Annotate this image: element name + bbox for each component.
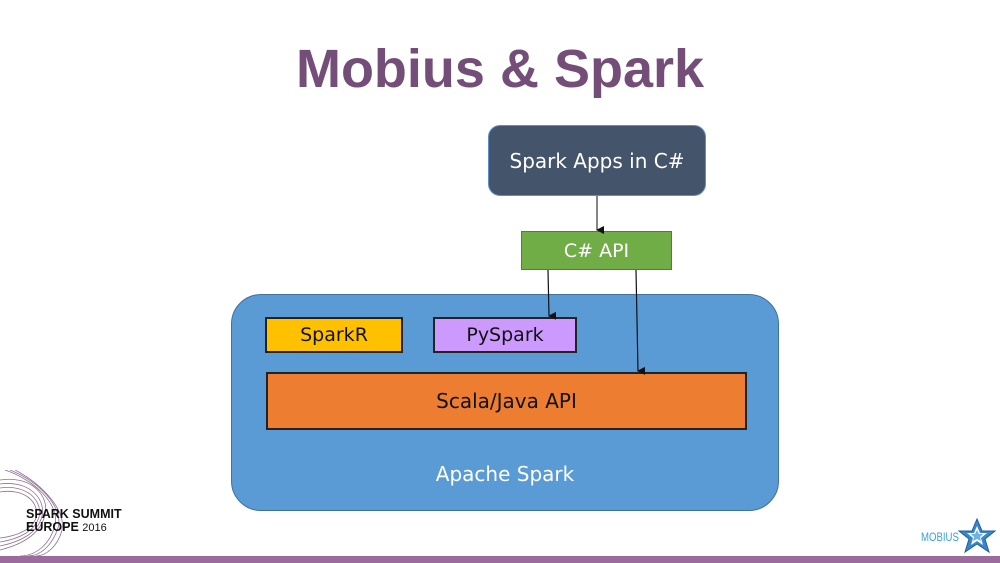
scala-java-api-node: Scala/Java API (266, 372, 747, 430)
footer-bar (0, 556, 1000, 563)
pyspark-node: PySpark (433, 317, 577, 353)
slide-title: Mobius & Spark (295, 39, 705, 99)
spark-apps-node: Spark Apps in C# (488, 125, 706, 196)
event-line1: SPARK SUMMIT (26, 507, 122, 521)
event-year: 2016 (82, 522, 107, 534)
mobius-star-logo-icon (958, 518, 996, 554)
mobius-brand-text: MOBIUS (921, 530, 959, 544)
event-line2: EUROPE (26, 520, 79, 534)
spark-summit-logo: SPARK SUMMIT EUROPE 2016 (26, 508, 122, 535)
apache-spark-label: Apache Spark (435, 462, 575, 486)
spark-summit-swirl-icon (0, 470, 63, 556)
sparkr-node: SparkR (265, 317, 403, 353)
csharp-api-node: C# API (521, 231, 672, 270)
